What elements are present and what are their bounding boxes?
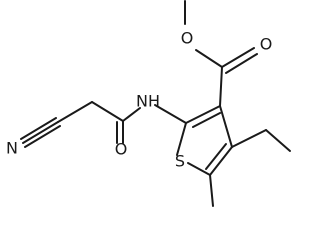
ring-c3-c4-bond — [219, 105, 233, 148]
nh-to-ring-c2-bond — [154, 104, 187, 124]
amide-nh-label: NH — [136, 92, 160, 111]
ring-c2-c3-double-bond-inner — [192, 112, 221, 128]
ester-ether-oxygen-label: O — [181, 29, 194, 48]
amide-carbon-to-nh-bond — [122, 107, 141, 122]
ester-carbonyl-oxygen-label: O — [260, 35, 273, 54]
nitrile-triple-bond-line-1 — [22, 121, 59, 144]
ring-sulfur-to-c2-bond — [176, 122, 187, 156]
ester-carbonyl-double-bond-line-2 — [225, 53, 258, 74]
thiophene-sulfur-label: S — [175, 152, 185, 171]
nitrile-nitrogen-label: N — [6, 139, 18, 158]
ring-c4-c5-double-bond-outer — [209, 146, 233, 176]
ring-c4-c5-double-bond-inner — [205, 143, 227, 170]
ester-carbonyl-double-bond-line-1 — [221, 47, 255, 68]
nitrile-triple-bond-line-3 — [24, 125, 61, 148]
ring-c4-to-ethyl-ch2-bond — [231, 129, 267, 148]
ester-carbon-to-ether-oxygen-bond — [195, 49, 223, 68]
ring-c3-to-ester-carbon-bond — [219, 66, 223, 107]
nitrile-triple-bond-line-2 — [20, 117, 57, 140]
ring-c5-to-methyl-bond — [209, 174, 214, 207]
ring-c5-to-sulfur-bond — [187, 162, 211, 176]
chemical-structure-diagram: N NH O S O O — [6, 0, 291, 207]
amide-oxygen-label: O — [115, 140, 128, 159]
ethyl-ch2-to-ch3-bond — [265, 129, 291, 152]
ring-c2-c3-double-bond-outer — [185, 105, 221, 124]
nitrile-carbon-to-methylene-bond — [57, 101, 93, 123]
methylene-to-amide-carbon-bond — [91, 101, 124, 122]
